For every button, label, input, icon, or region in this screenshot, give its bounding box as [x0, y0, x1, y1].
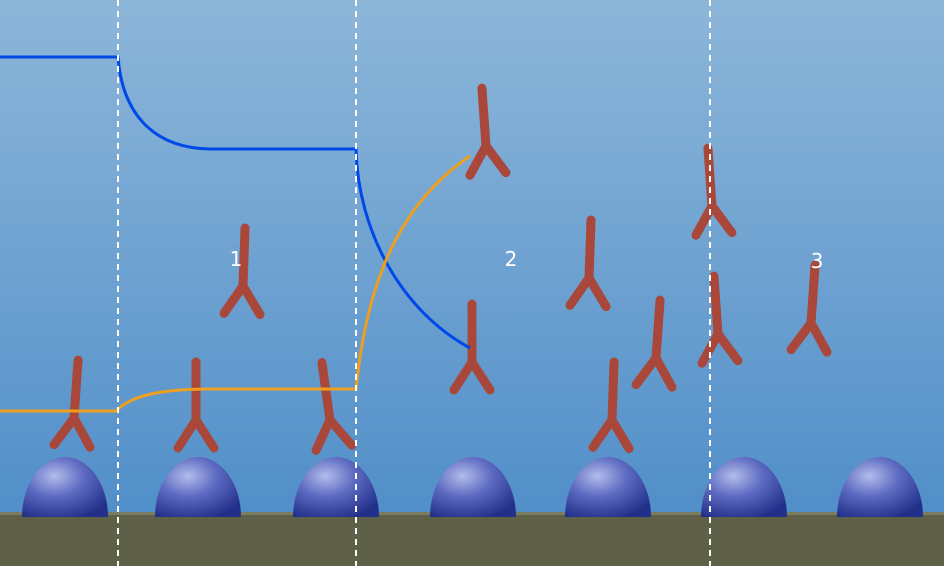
phase-label-3: 3 — [811, 249, 824, 273]
orange-curve — [0, 154, 471, 413]
receptor — [293, 457, 379, 517]
receptor-group — [22, 457, 923, 517]
receptor — [155, 457, 241, 517]
sensor-surface — [0, 512, 944, 566]
receptor — [701, 457, 787, 517]
phase-label-2: 2 — [505, 247, 518, 271]
receptor — [837, 457, 923, 517]
receptor — [22, 457, 108, 517]
receptor — [565, 457, 651, 517]
phase-label-1: 1 — [230, 247, 243, 271]
receptor — [430, 457, 516, 517]
blue-curve — [0, 55, 471, 350]
